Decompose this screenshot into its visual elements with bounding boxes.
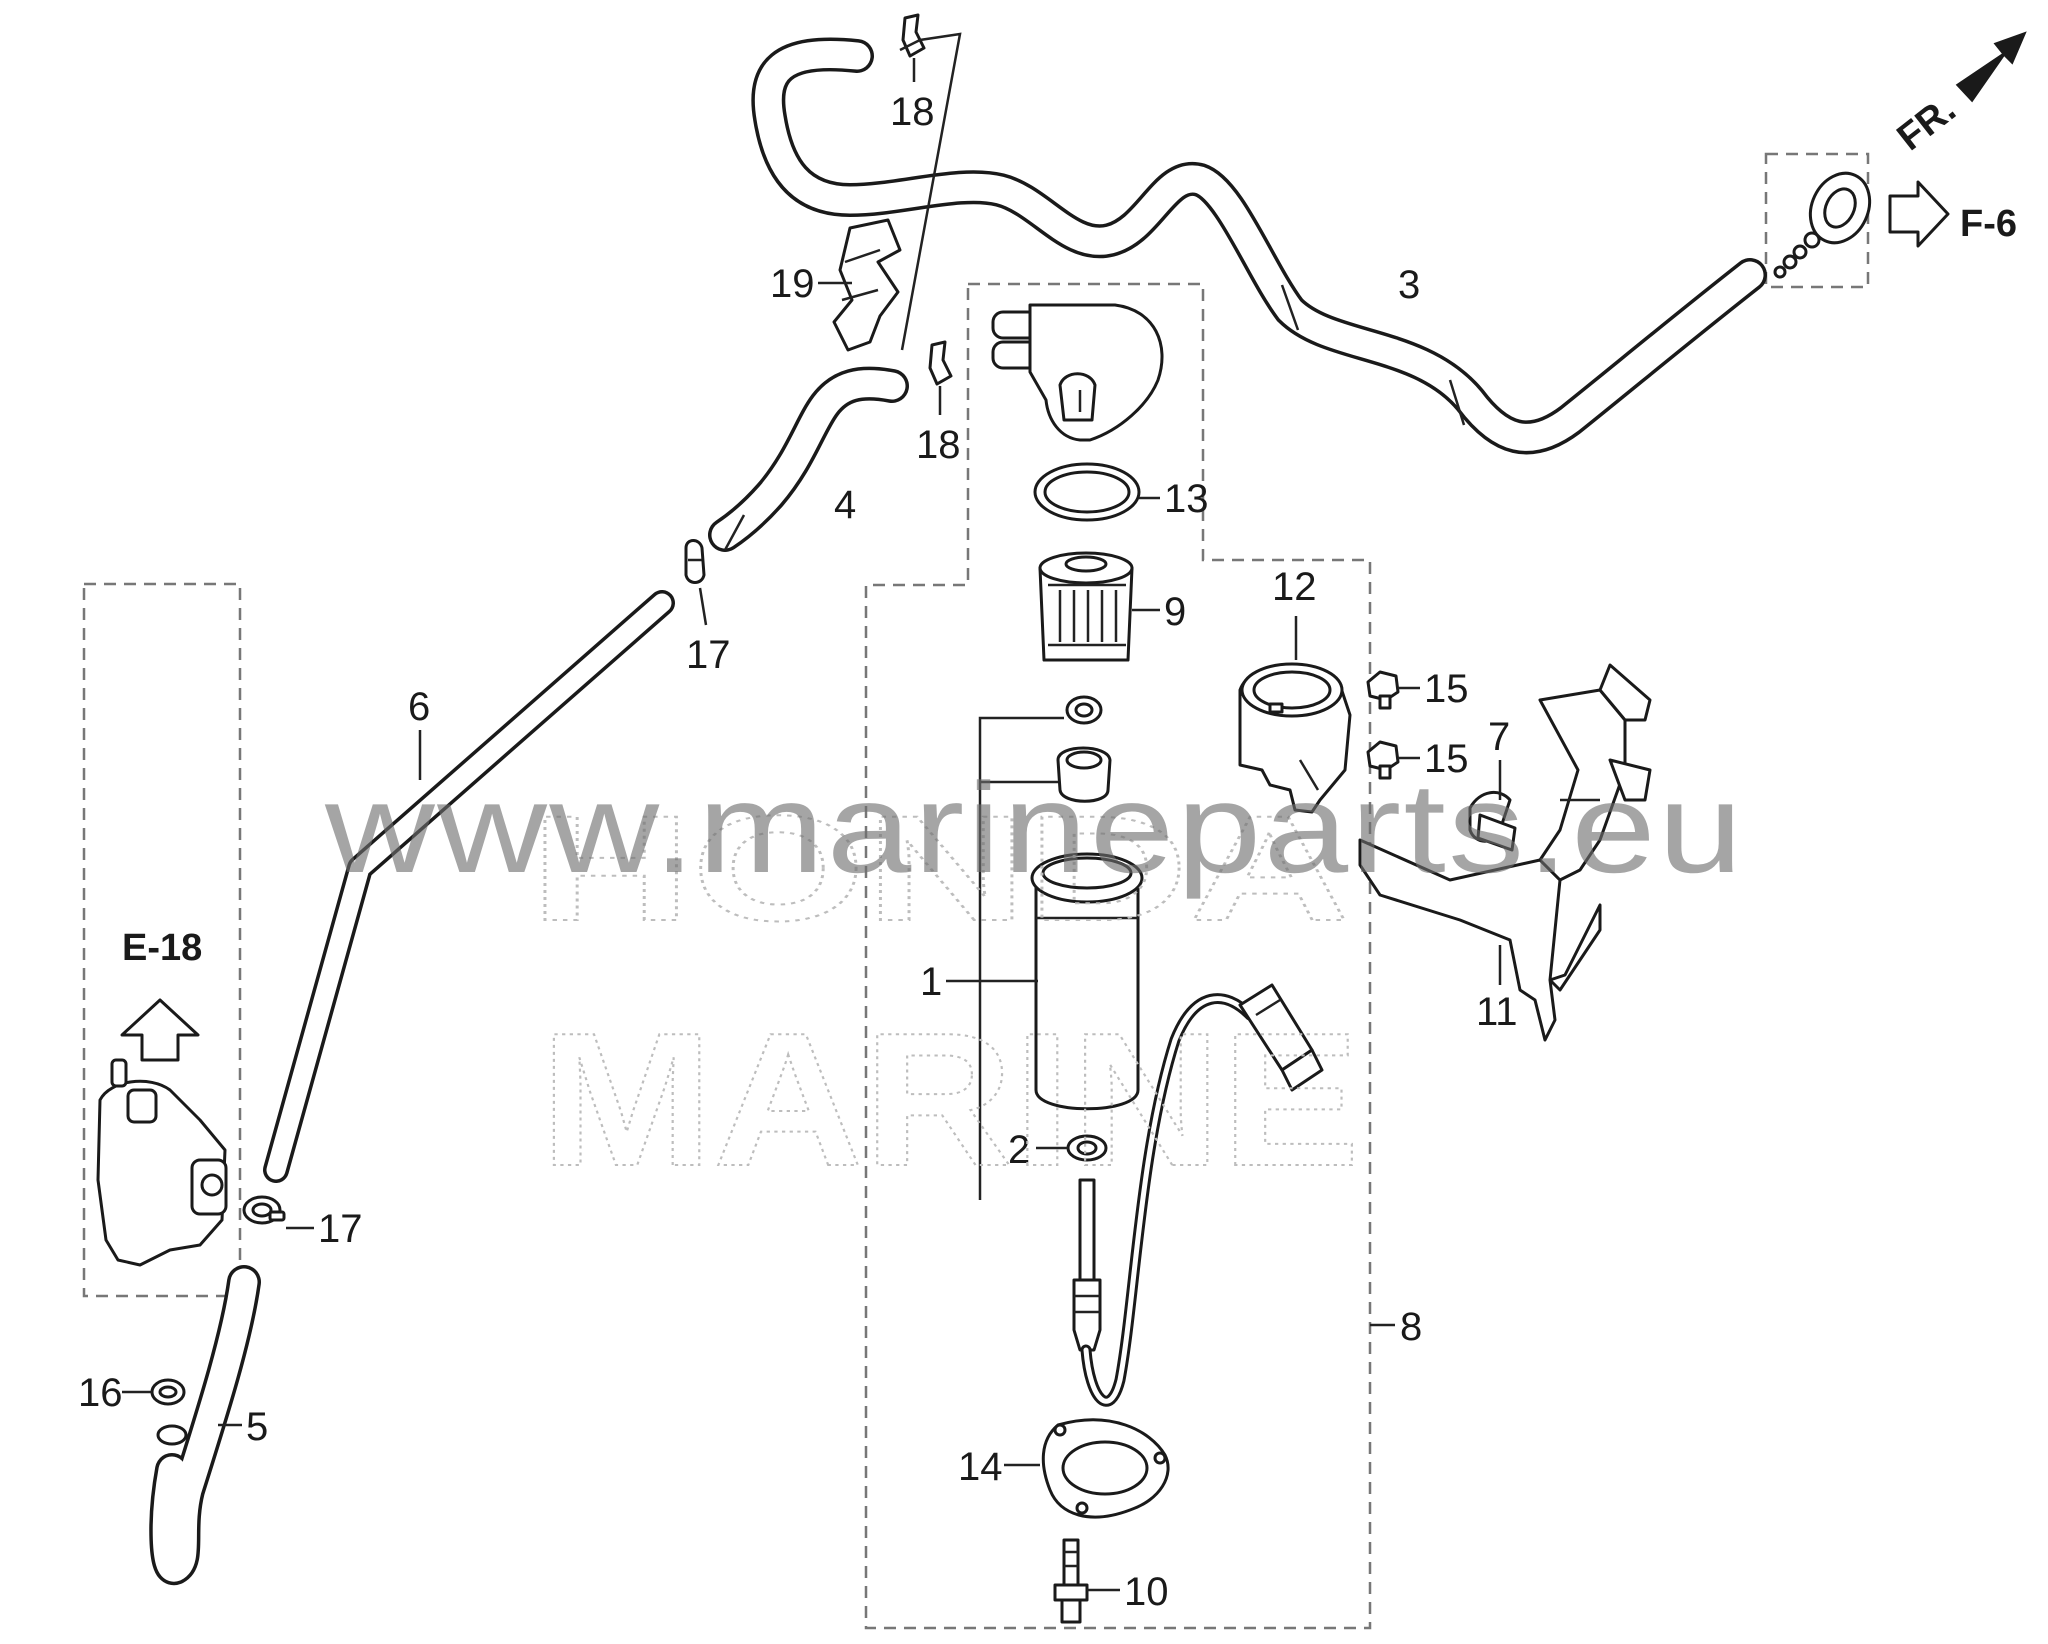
callout-10: 10 bbox=[1124, 1570, 1169, 1614]
e18-reference-box bbox=[82, 582, 242, 1298]
callout-14: 14 bbox=[958, 1445, 1003, 1489]
f6-reference-box bbox=[1764, 152, 1870, 289]
assembly-outlines bbox=[82, 152, 1870, 1630]
hose-clip-19[interactable] bbox=[832, 218, 902, 352]
clamp-17-upper[interactable] bbox=[684, 539, 706, 584]
float[interactable] bbox=[1056, 746, 1112, 803]
callout-19: 19 bbox=[770, 262, 815, 306]
e18-arrow-icon bbox=[120, 998, 200, 1062]
callout-7: 7 bbox=[1488, 715, 1510, 759]
callout-12: 12 bbox=[1272, 565, 1317, 609]
bracket-11[interactable] bbox=[1358, 663, 1652, 1042]
front-direction-arrow: FR. bbox=[1890, 31, 2027, 159]
watermark-url: www.marineparts.eu bbox=[324, 757, 1745, 900]
fuel-pump-e18-reference[interactable] bbox=[96, 1058, 228, 1267]
filter-assembly-outline bbox=[864, 282, 1372, 1630]
callout-8: 8 bbox=[1400, 1305, 1422, 1349]
hose-3[interactable] bbox=[751, 37, 1767, 455]
bolt-10[interactable] bbox=[1053, 1538, 1089, 1624]
front-label: FR. bbox=[1890, 88, 1964, 159]
watermark-logo-honda: HONDA bbox=[530, 784, 1350, 952]
e18-reference-label: E-18 bbox=[122, 927, 202, 969]
callout-9: 9 bbox=[1164, 590, 1186, 634]
hose-6[interactable] bbox=[263, 590, 675, 1183]
seal-small-upper[interactable] bbox=[1065, 695, 1103, 725]
callout-1: 1 bbox=[920, 960, 942, 1004]
callout-leaders bbox=[122, 58, 1502, 1592]
filter-element-9[interactable] bbox=[1038, 551, 1134, 662]
o-ring-13[interactable] bbox=[1033, 462, 1141, 522]
callout-18-lower: 18 bbox=[916, 423, 961, 467]
callout-15-lower: 15 bbox=[1424, 737, 1469, 781]
filter-cover[interactable] bbox=[991, 303, 1164, 442]
hose-4[interactable] bbox=[708, 366, 909, 552]
f6-reference-label: F-6 bbox=[1960, 203, 2017, 245]
callout-13: 13 bbox=[1164, 477, 1209, 521]
f6-fitting[interactable] bbox=[1773, 164, 1881, 279]
callout-4: 4 bbox=[834, 483, 856, 527]
callout-5: 5 bbox=[246, 1405, 268, 1449]
f6-arrow-icon bbox=[1888, 180, 1950, 248]
callout-3: 3 bbox=[1398, 263, 1420, 307]
water-sensor-8[interactable] bbox=[1072, 983, 1324, 1407]
clamp-17-lower[interactable] bbox=[242, 1195, 286, 1225]
filter-cup-1[interactable] bbox=[1030, 852, 1144, 1111]
bolt-15-upper[interactable] bbox=[1366, 670, 1400, 710]
clamp-18-upper[interactable] bbox=[901, 13, 926, 58]
watermark-logo-marine: MARINE bbox=[540, 994, 1360, 1206]
hose-5[interactable] bbox=[149, 1265, 261, 1585]
clamp-16[interactable] bbox=[150, 1378, 186, 1406]
callout-16: 16 bbox=[78, 1371, 123, 1415]
watermark: HONDA MARINE www.marineparts.eu bbox=[324, 757, 1745, 1207]
stay-7[interactable] bbox=[1468, 791, 1517, 852]
callout-2: 2 bbox=[1008, 1128, 1030, 1172]
callout-17-lower: 17 bbox=[318, 1207, 363, 1251]
callout-18-upper: 18 bbox=[890, 90, 935, 134]
callout-17-upper: 17 bbox=[686, 633, 731, 677]
clamp-18-lower[interactable] bbox=[928, 340, 953, 386]
callout-labels: 1 2 3 4 5 6 7 8 9 10 11 12 13 14 15 15 1… bbox=[78, 90, 1518, 1614]
callout-6: 6 bbox=[408, 685, 430, 729]
callout-11: 11 bbox=[1476, 990, 1518, 1034]
callout-15-upper: 15 bbox=[1424, 667, 1469, 711]
gasket-14[interactable] bbox=[1041, 1418, 1170, 1519]
filter-holder-12[interactable] bbox=[1238, 662, 1352, 814]
bolt-15-lower[interactable] bbox=[1366, 740, 1400, 780]
